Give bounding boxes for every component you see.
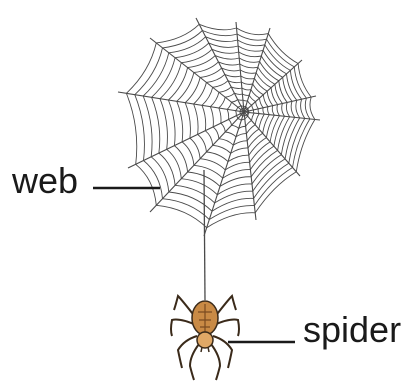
web-radial-thread: [128, 112, 244, 168]
silk-thread: [204, 170, 205, 300]
web-radial-thread: [244, 112, 256, 220]
spider-leg: [211, 344, 220, 380]
web-spiral-thread: [177, 62, 285, 178]
web-radial-thread: [204, 112, 244, 236]
web-radial-thread: [150, 112, 244, 212]
web-spiral-thread: [185, 68, 279, 170]
spider-icon: [171, 296, 239, 380]
web-spiral-thread: [126, 24, 315, 227]
spider-head: [197, 332, 213, 348]
label-spider: spider: [303, 312, 401, 348]
label-web: web: [12, 163, 78, 199]
web-spiral-thread: [160, 49, 295, 194]
web-radial-thread: [118, 92, 244, 112]
spider-leg: [190, 344, 199, 380]
spider-web-icon: [118, 18, 320, 236]
